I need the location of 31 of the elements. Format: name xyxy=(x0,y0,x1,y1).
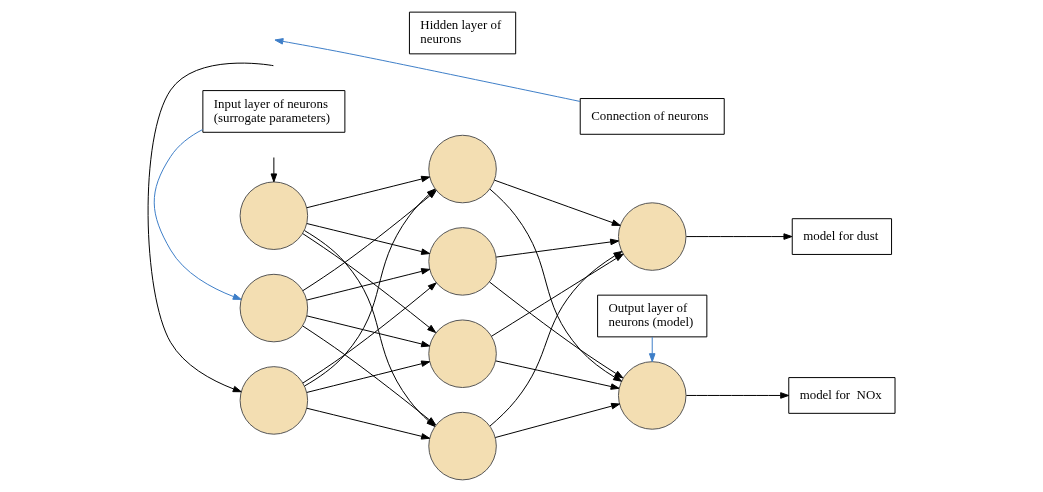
node-box: Hidden layer of neurons xyxy=(408,11,517,55)
arrow xyxy=(494,402,621,438)
arrow xyxy=(685,392,790,399)
arrow xyxy=(685,233,793,240)
arrow xyxy=(302,282,437,384)
arrow xyxy=(306,175,431,209)
node-circle xyxy=(617,361,687,430)
arrow xyxy=(306,407,431,440)
arrow xyxy=(302,233,437,333)
arrow xyxy=(153,129,242,300)
arrow xyxy=(648,336,656,363)
arrow xyxy=(270,157,278,183)
arrow xyxy=(306,223,431,255)
node-box: Input layer of neurons (surrogate parameters) xyxy=(202,90,346,133)
arrow xyxy=(306,360,431,393)
arrow xyxy=(306,268,431,301)
arrow xyxy=(495,238,620,258)
node-circle xyxy=(239,366,309,435)
arrow xyxy=(147,62,274,393)
node-box: Output layer of neurons (model) xyxy=(597,294,708,338)
arrow xyxy=(489,281,624,379)
node-box: model for dust xyxy=(791,218,893,255)
node-box: Connection of neurons xyxy=(579,98,725,135)
arrow xyxy=(274,38,581,102)
arrow xyxy=(495,360,620,390)
node-circle xyxy=(239,181,309,250)
node-box: model for NOx xyxy=(788,377,896,414)
arrow xyxy=(494,179,621,226)
node-circle xyxy=(239,273,309,343)
arrow xyxy=(306,315,431,348)
node-circle xyxy=(617,202,687,271)
